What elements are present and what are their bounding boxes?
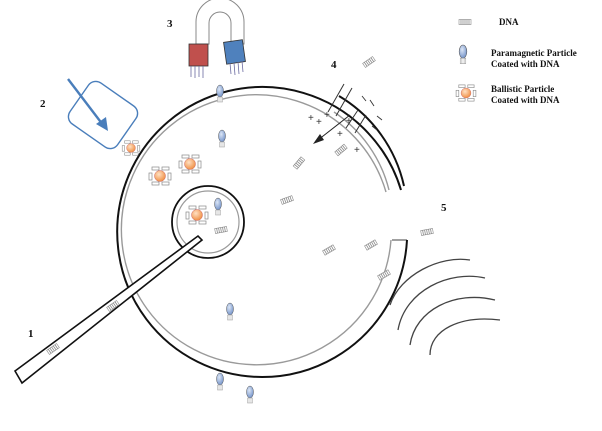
- electroporation-arrow-icon: [313, 134, 324, 144]
- magnet-south-pole: [223, 39, 246, 65]
- legend-dna-label: DNA: [499, 17, 519, 27]
- negative-charge-marks: [361, 95, 383, 131]
- step-label-2: 2: [40, 98, 46, 110]
- nucleus-outer: [171, 185, 245, 259]
- step-label-3: 3: [167, 18, 173, 30]
- legend-ballistic-line2: Coated with DNA: [491, 95, 560, 105]
- svg-text:+: +: [337, 129, 343, 140]
- svg-text:+: +: [324, 110, 330, 121]
- svg-text:+: +: [308, 113, 314, 124]
- cell-inner-membrane-upper-right: [333, 111, 390, 191]
- gene-gun-arrow-icon: [96, 117, 108, 131]
- nucleus-inner: [176, 190, 240, 254]
- legend-ballistic-icon: [455, 84, 477, 102]
- legend-paramagnetic-line1: Paramagnetic Particle: [491, 48, 577, 58]
- legend-ballistic-line1: Ballistic Particle: [491, 84, 554, 94]
- ultrasound-waves-icon: [389, 258, 501, 356]
- magnet-north-pole: [188, 43, 209, 67]
- paramagnetic-particles: [214, 84, 254, 404]
- legend-paramagnetic-icon: [458, 44, 468, 64]
- cell-inner-membrane: [120, 94, 392, 366]
- electroporation-arrow-line: [317, 114, 351, 141]
- gene-gun-arrow-line: [67, 78, 104, 126]
- cell-outer-membrane-upper-right: [338, 95, 405, 187]
- legend-paramagnetic-line2: Coated with DNA: [491, 59, 560, 69]
- electroporation-pore-icon: [327, 83, 367, 134]
- charge-marks: +++ +++: [308, 110, 360, 156]
- legend-dna-icon: [458, 19, 472, 25]
- ballistic-particle-icon: [121, 140, 141, 156]
- legend: DNA Paramagnetic Particle Coated with DN…: [455, 17, 577, 105]
- svg-text:+: +: [346, 116, 352, 127]
- step-label-1: 1: [28, 328, 34, 340]
- step-label-4: 4: [331, 59, 337, 71]
- gene-gun-icon: [67, 80, 139, 150]
- cell-outer-membrane: [116, 86, 408, 379]
- horseshoe-magnet-icon: [195, 0, 245, 45]
- svg-text:+: +: [316, 117, 322, 128]
- step-label-5: 5: [441, 202, 447, 214]
- svg-text:+: +: [354, 145, 360, 156]
- magnet-dna-strands: [190, 60, 244, 78]
- dna-strands: [214, 56, 434, 281]
